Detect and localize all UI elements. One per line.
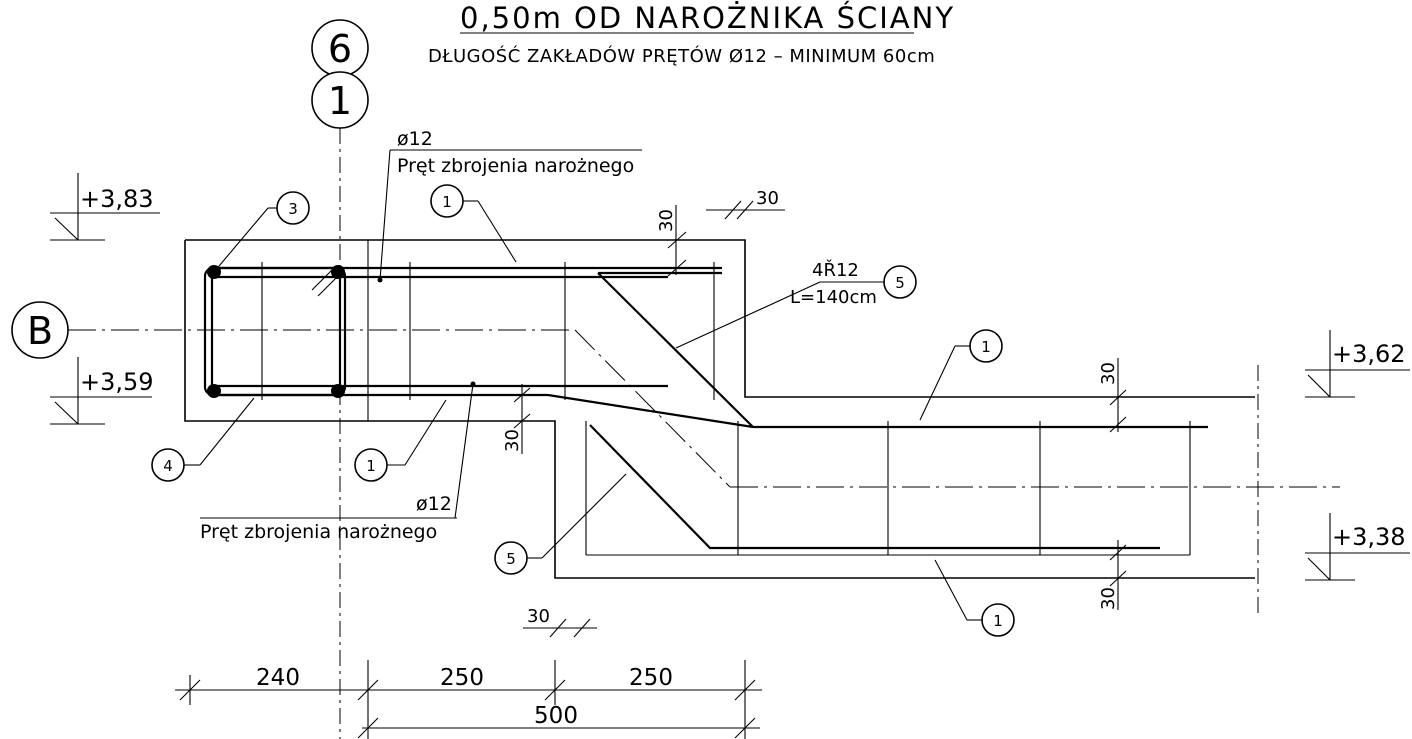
level-bottom-right: +3,38	[1332, 523, 1406, 551]
bar5-diagonal-lower	[589, 424, 1160, 550]
level-bottom-left: +3,59	[80, 368, 154, 396]
tag-4: 4	[151, 397, 255, 482]
cover-right-lower: 30	[1098, 587, 1119, 610]
bar5-length: L=140cm	[790, 287, 877, 308]
tag-5-top: 5 4Ř12 L=140cm	[675, 259, 917, 349]
tag-4-label: 4	[163, 457, 173, 475]
grid-label-b: B	[27, 309, 53, 353]
tag-1-bottom-mid: 1	[354, 399, 447, 482]
tag-5-bottom: 5	[494, 473, 627, 575]
cover-dim-right-lower: 30	[1098, 540, 1127, 610]
dim-250-b: 250	[629, 665, 673, 691]
tag-1-right-bottom-label: 1	[993, 612, 1003, 630]
wall-outline-top	[185, 239, 1255, 398]
tag-3-label: 3	[288, 200, 298, 218]
cover-top-left: 30	[656, 209, 677, 232]
level-top-left: +3,83	[80, 185, 154, 213]
bar5-spec: 4Ř12	[812, 259, 859, 281]
level-marker-bottom-right: +3,38	[1305, 513, 1410, 581]
grid-axis-horizontal: B	[11, 301, 1340, 488]
note-corner-bar-lower: ø12 Pręt zbrojenia narożnego	[200, 381, 476, 543]
tag-1-right-top-label: 1	[981, 338, 991, 356]
bar-dot-br	[331, 384, 345, 398]
hook-mark-1	[311, 269, 333, 291]
bent-bar-upper	[212, 393, 1208, 429]
corner-bar-lower-dia: ø12	[416, 493, 452, 515]
cover-bottom: 30	[527, 606, 550, 627]
cover-left-mid: 30	[502, 429, 523, 452]
tag-1-right-top: 1	[919, 329, 1003, 421]
cover-top-right: 30	[756, 188, 779, 209]
tag-3: 3	[213, 191, 310, 273]
level-top-right: +3,62	[1332, 340, 1406, 368]
cover-dim-left-mid: 30	[502, 384, 531, 454]
dim-500: 500	[534, 703, 578, 729]
wall-outline-bottom	[184, 240, 1255, 579]
cover-dim-top-right: 30	[706, 188, 785, 220]
tag-5-top-label: 5	[895, 274, 905, 292]
wall-axis-diagonal	[574, 329, 731, 488]
corner-bar-upper-label: Pręt zbrojenia narożnego	[397, 155, 634, 177]
stirrup-outline	[203, 266, 347, 397]
bar5-diagonal-upper	[597, 272, 754, 428]
cover-dim-bottom: 30	[523, 606, 597, 638]
tag-1-right-bottom: 1	[934, 559, 1015, 637]
dim-250-a: 250	[440, 665, 484, 691]
grid-label-1: 1	[328, 79, 352, 123]
cover-dim-top-left: 30	[656, 205, 687, 277]
grid-axis-vertical: 6 1	[311, 19, 369, 739]
stirrup-corner	[210, 268, 342, 395]
drawing-title: 0,50m OD NAROŻNIKA ŚCIANY	[460, 1, 955, 35]
tag-5-bottom-label: 5	[506, 550, 516, 568]
grid-label-6: 6	[328, 27, 352, 71]
bar-dot-bl	[207, 384, 221, 398]
dimension-chain: 240 250 250 500	[175, 660, 762, 739]
upper-beam-reinforcement	[203, 240, 1208, 429]
tag-1-top-label: 1	[442, 193, 452, 211]
cover-dim-right-upper: 30	[1098, 358, 1127, 433]
corner-bar-lower-label: Pręt zbrojenia narożnego	[200, 521, 437, 543]
corner-bar-upper-dia: ø12	[397, 128, 433, 150]
cover-right-upper: 30	[1098, 362, 1119, 385]
level-marker-top-left: +3,83	[50, 173, 160, 241]
level-marker-top-right: +3,62	[1305, 330, 1410, 398]
lower-beam-reinforcement	[585, 271, 1191, 556]
level-marker-bottom-left: +3,59	[50, 357, 154, 425]
drawing-subtitle: DŁUGOŚĆ ZAKŁADÓW PRĘTÓW Ø12 – MINIMUM 60…	[428, 45, 935, 67]
bar-dot-tr	[331, 265, 345, 279]
dim-240: 240	[256, 665, 300, 691]
note-corner-bar-upper: ø12 Pręt zbrojenia narożnego	[377, 128, 642, 283]
tag-1-top: 1	[430, 184, 517, 263]
tag-1-bottom-mid-label: 1	[366, 457, 376, 475]
hook-mark-2	[317, 275, 339, 297]
